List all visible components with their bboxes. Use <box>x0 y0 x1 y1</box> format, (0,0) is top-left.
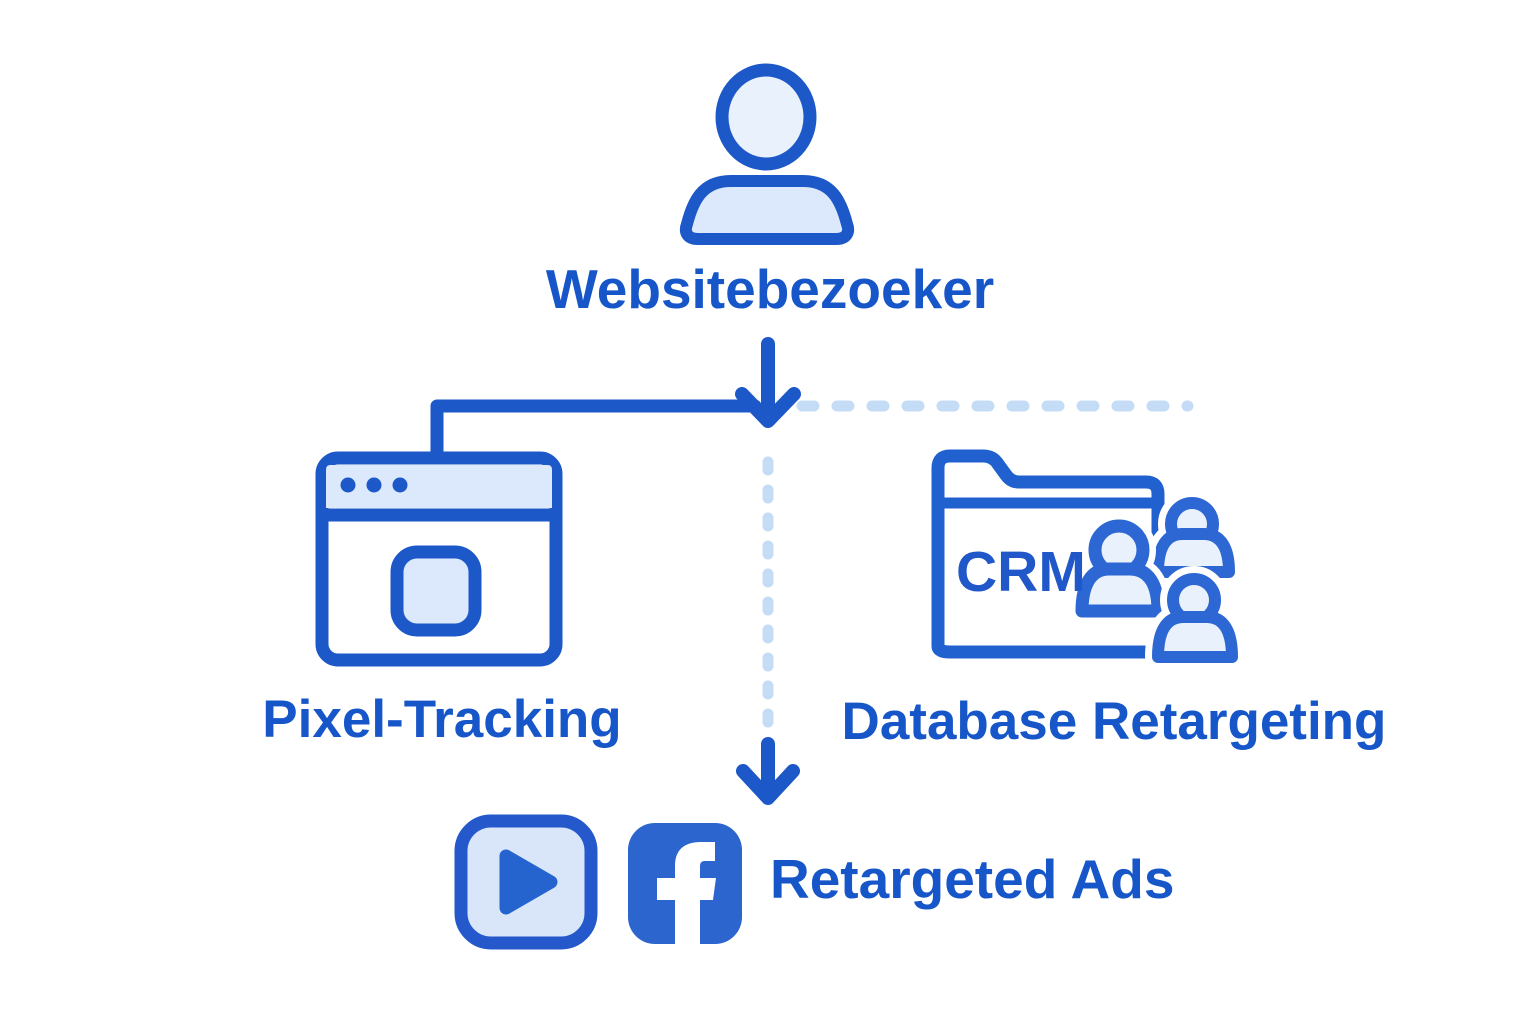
pixel-square-icon <box>390 545 482 637</box>
user-icon <box>1145 566 1245 670</box>
pixel-tracking-label: Pixel-Tracking <box>262 690 622 749</box>
facebook-icon <box>628 823 742 944</box>
crm-folder-label: CRM <box>956 540 1086 604</box>
browser-dot-icon <box>366 477 382 493</box>
browser-dot-icon <box>392 477 408 493</box>
user-icon <box>679 63 855 245</box>
retargeted-ads-label: Retargeted Ads <box>770 848 1175 910</box>
visitor-label: Websitebezoeker <box>545 258 995 320</box>
connector-branch-to-pixel <box>430 399 762 475</box>
users-group-icon <box>1069 490 1245 670</box>
user-icon <box>1069 513 1171 624</box>
video-play-icon <box>454 814 598 950</box>
database-retargeting-label: Database Retargeting <box>841 692 1387 751</box>
connector-ads-arrow <box>736 737 800 805</box>
user-icon <box>1145 490 1242 585</box>
browser-window-icon <box>315 451 563 667</box>
browser-dot-icon <box>340 477 356 493</box>
